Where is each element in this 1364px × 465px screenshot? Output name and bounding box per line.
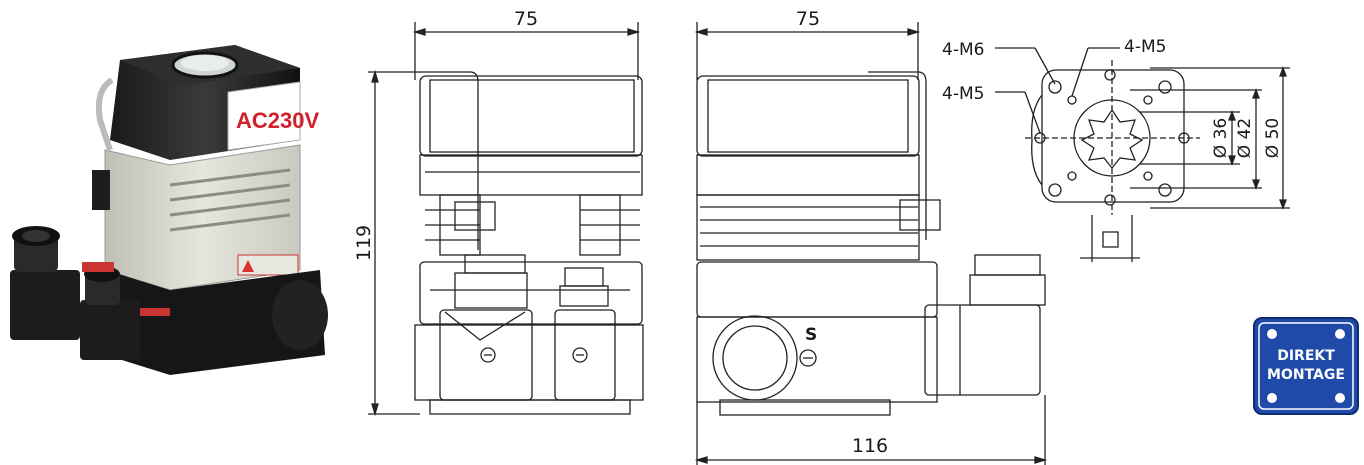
product-photo: AC230V: [10, 45, 328, 375]
front-view-drawing: [694, 22, 1048, 465]
diameter-36: Ø 36: [1211, 118, 1231, 158]
callout-m5-top: 4-M5: [1124, 37, 1166, 57]
front-s-mark: S: [805, 325, 817, 345]
flange-view-drawing: [995, 47, 1290, 262]
side-width-dimension: 75: [514, 8, 538, 30]
badge-bolt-icon: [1267, 393, 1277, 403]
badge-line2: MONTAGE: [1267, 367, 1345, 383]
direct-mount-badge: DIREKT MONTAGE: [1253, 317, 1359, 415]
front-bottom-dimension: 116: [852, 435, 888, 457]
diameter-42: Ø 42: [1235, 118, 1255, 158]
side-height-dimension: 119: [353, 225, 375, 261]
badge-bolt-icon: [1335, 393, 1345, 403]
diameter-50: Ø 50: [1263, 118, 1283, 158]
side-view-drawing: [368, 22, 644, 417]
product-voltage-label: AC230V: [236, 108, 319, 133]
badge-bolt-icon: [1335, 329, 1345, 339]
callout-m5-left: 4-M5: [942, 84, 984, 104]
badge-line1: DIREKT: [1277, 348, 1335, 364]
front-width-dimension: 75: [796, 8, 820, 30]
callout-m6: 4-M6: [942, 40, 984, 60]
badge-bolt-icon: [1267, 329, 1277, 339]
